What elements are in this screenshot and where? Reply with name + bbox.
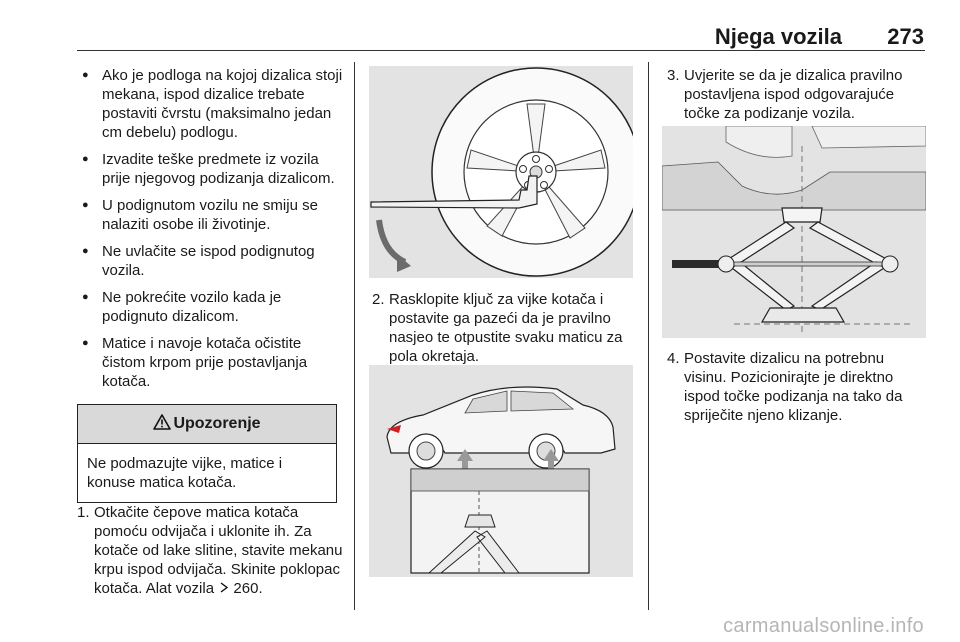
page-reference: 260. bbox=[233, 580, 263, 597]
warning-header: Upozorenje bbox=[78, 405, 336, 444]
list-item: Ne pokrećite vozilo kada je podignuto di… bbox=[77, 288, 347, 326]
list-item: Ako je podloga na kojoj dizalica stoji m… bbox=[77, 66, 347, 142]
car-jack-points-illustration bbox=[369, 365, 633, 577]
step-3: 3. Uvjerite se da je dizalica pravilno p… bbox=[667, 66, 927, 123]
page-number: 273 bbox=[887, 24, 924, 49]
column-divider-left bbox=[354, 62, 355, 610]
wheel-wrench-illustration bbox=[369, 66, 633, 278]
step-text: Rasklopite ključ za vijke kotača i posta… bbox=[389, 291, 623, 365]
list-item: Ne uvlačite se ispod podignutog vozila. bbox=[77, 242, 347, 280]
header-divider bbox=[77, 50, 925, 51]
page-reference-icon bbox=[218, 580, 233, 597]
step-number: 2. bbox=[372, 291, 385, 308]
step-number: 3. bbox=[667, 67, 680, 84]
warning-box: Upozorenje Ne podmazujte vijke, matice i… bbox=[77, 404, 337, 503]
step-text: Otkačite čepove matica kotača pomoću odv… bbox=[94, 504, 343, 597]
step-4: 4. Postavite dizalicu na potrebnu visinu… bbox=[667, 349, 927, 425]
step-2: 2. Rasklopite ključ za vijke kotača i po… bbox=[372, 290, 637, 366]
left-column: Ako je podloga na kojoj dizalica stoji m… bbox=[77, 66, 347, 399]
list-item: U podignutom vozilu ne smiju se nalaziti… bbox=[77, 196, 347, 234]
step-1: 1. Otkačite čepove matica kotača pomoću … bbox=[77, 503, 345, 598]
warning-text: Ne podmazujte vijke, matice i konuse mat… bbox=[87, 455, 283, 491]
step-number: 4. bbox=[667, 350, 680, 367]
warning-triangle-icon bbox=[153, 413, 172, 435]
step-text: Postavite dizalicu na potrebnu visinu. P… bbox=[684, 350, 903, 424]
scissor-jack-illustration bbox=[662, 126, 926, 338]
step-text: Uvjerite se da je dizalica pravilno post… bbox=[684, 67, 903, 122]
list-item: Izvadite teške predmete iz vozila prije … bbox=[77, 150, 347, 188]
column-divider-right bbox=[648, 62, 649, 610]
list-item: Matice i navoje kotača očistite čistom k… bbox=[77, 334, 347, 391]
step-number: 1. bbox=[77, 504, 90, 521]
section-title: Njega vozila bbox=[714, 24, 842, 49]
precaution-list: Ako je podloga na kojoj dizalica stoji m… bbox=[77, 66, 347, 391]
watermark: carmanualsonline.info bbox=[723, 615, 924, 637]
warning-title: Upozorenje bbox=[173, 415, 261, 432]
